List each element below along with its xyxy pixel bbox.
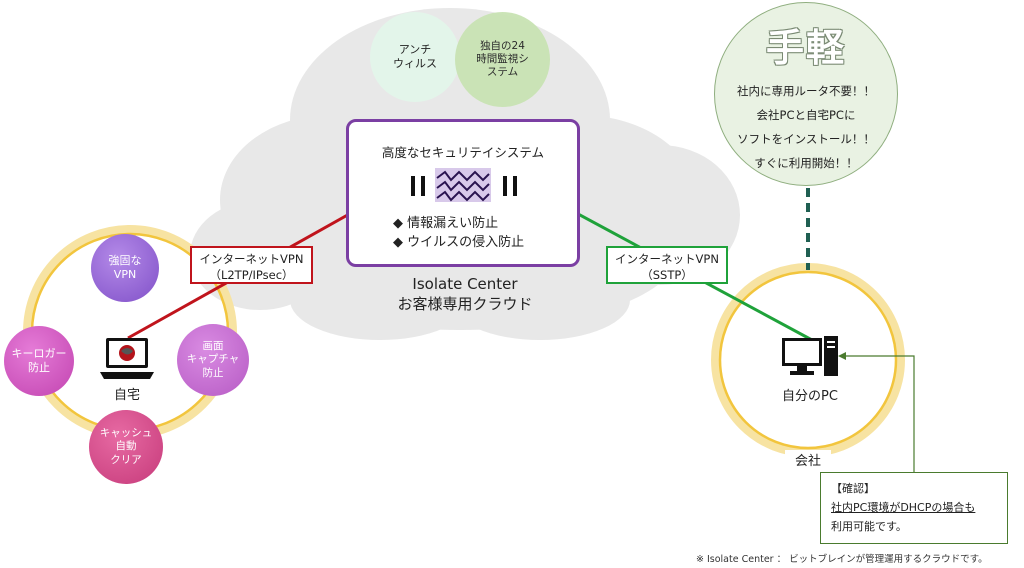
tegaru-line-1: 社内に専用ルータ不要！！ (737, 84, 875, 98)
tegaru-circle: 手軽 社内に専用ルータ不要！！ 会社PCと自宅PCに ソフトをインストール！！ … (714, 2, 898, 186)
security-bullets: ◆ 情報漏えい防止 ◆ ウイルスの侵入防止 (393, 214, 524, 252)
tegaru-title: 手軽 (765, 26, 846, 70)
note-line1: 社内PC環境がDHCPの場合も (831, 501, 976, 514)
feature-screen-capture-label: 画面 キャプチャ 防止 (186, 340, 240, 379)
isolate-center-line1: Isolate Center (412, 275, 518, 293)
bullet-leak-prevention: ◆ 情報漏えい防止 (393, 216, 499, 231)
feature-strong-vpn: 強固な VPN (91, 234, 159, 302)
desktop-pc-icon (782, 336, 838, 376)
security-system-box: 高度なセキュリテイシステム ◆ 情報漏えい防止 ◆ ウイルスの侵入防止 (346, 119, 580, 267)
tegaru-line-2: 会社PCと自宅PCに (756, 108, 856, 122)
note-arrow-line (844, 355, 915, 472)
note-arrow-head (838, 352, 846, 360)
tegaru-line-4: すぐに利用開始！！ (754, 156, 858, 170)
feature-keylogger: キーロガー 防止 (4, 326, 74, 396)
home-label: 自宅 (113, 388, 140, 403)
vpn-right-line1: インターネットVPN (615, 252, 719, 266)
tegaru-line-3: ソフトをインストール！！ (737, 132, 875, 146)
feature-cache-clear-label: キャッシュ 自動 クリア (99, 427, 153, 466)
isolate-center-line2: お客様専用クラウド (397, 295, 533, 313)
office-label: 会社 (785, 450, 831, 469)
feature-strong-vpn-label: 強固な VPN (108, 254, 142, 281)
monitoring-label: 独自の24 時間監視シ ステム (476, 39, 529, 79)
antivirus-circle: アンチ ウィルス (370, 12, 460, 102)
vpn-left-line2: （L2TP/IPsec） (209, 267, 294, 282)
note-box: 【確認】 社内PC環境がDHCPの場合も 利用可能です。 (820, 472, 1008, 544)
antivirus-label: アンチ ウィルス (393, 43, 437, 70)
feature-cache-clear: キャッシュ 自動 クリア (89, 410, 163, 484)
footnote: ※ Isolate Center ： ビットブレインが管理運用するクラウドです。 (696, 554, 988, 565)
vpn-right-line2: （SSTP） (641, 267, 693, 282)
laptop-icon (100, 338, 154, 379)
vpn-right-label: インターネットVPN （SSTP） (606, 246, 728, 284)
tegaru-lines: 社内に専用ルータ不要！！ 会社PCと自宅PCに ソフトをインストール！！ すぐに… (715, 79, 897, 175)
note-line2: 利用可能です。 (831, 520, 907, 533)
vpn-left-line1: インターネットVPN (199, 252, 304, 266)
security-title: 高度なセキュリテイシステム (381, 145, 545, 160)
feature-keylogger-label: キーロガー 防止 (11, 347, 67, 374)
bullet-virus-prevention: ◆ ウイルスの侵入防止 (393, 235, 525, 250)
isolate-center-name: Isolate Center お客様専用クラウド (370, 274, 560, 314)
note-title: 【確認】 (831, 482, 875, 495)
feature-screen-capture: 画面 キャプチャ 防止 (177, 324, 249, 396)
firewall-icon (411, 168, 517, 202)
monitoring-circle: 独自の24 時間監視シ ステム (455, 12, 550, 107)
vpn-left-label: インターネットVPN （L2TP/IPsec） (190, 246, 313, 284)
my-pc-label: 自分のPC (782, 389, 838, 404)
